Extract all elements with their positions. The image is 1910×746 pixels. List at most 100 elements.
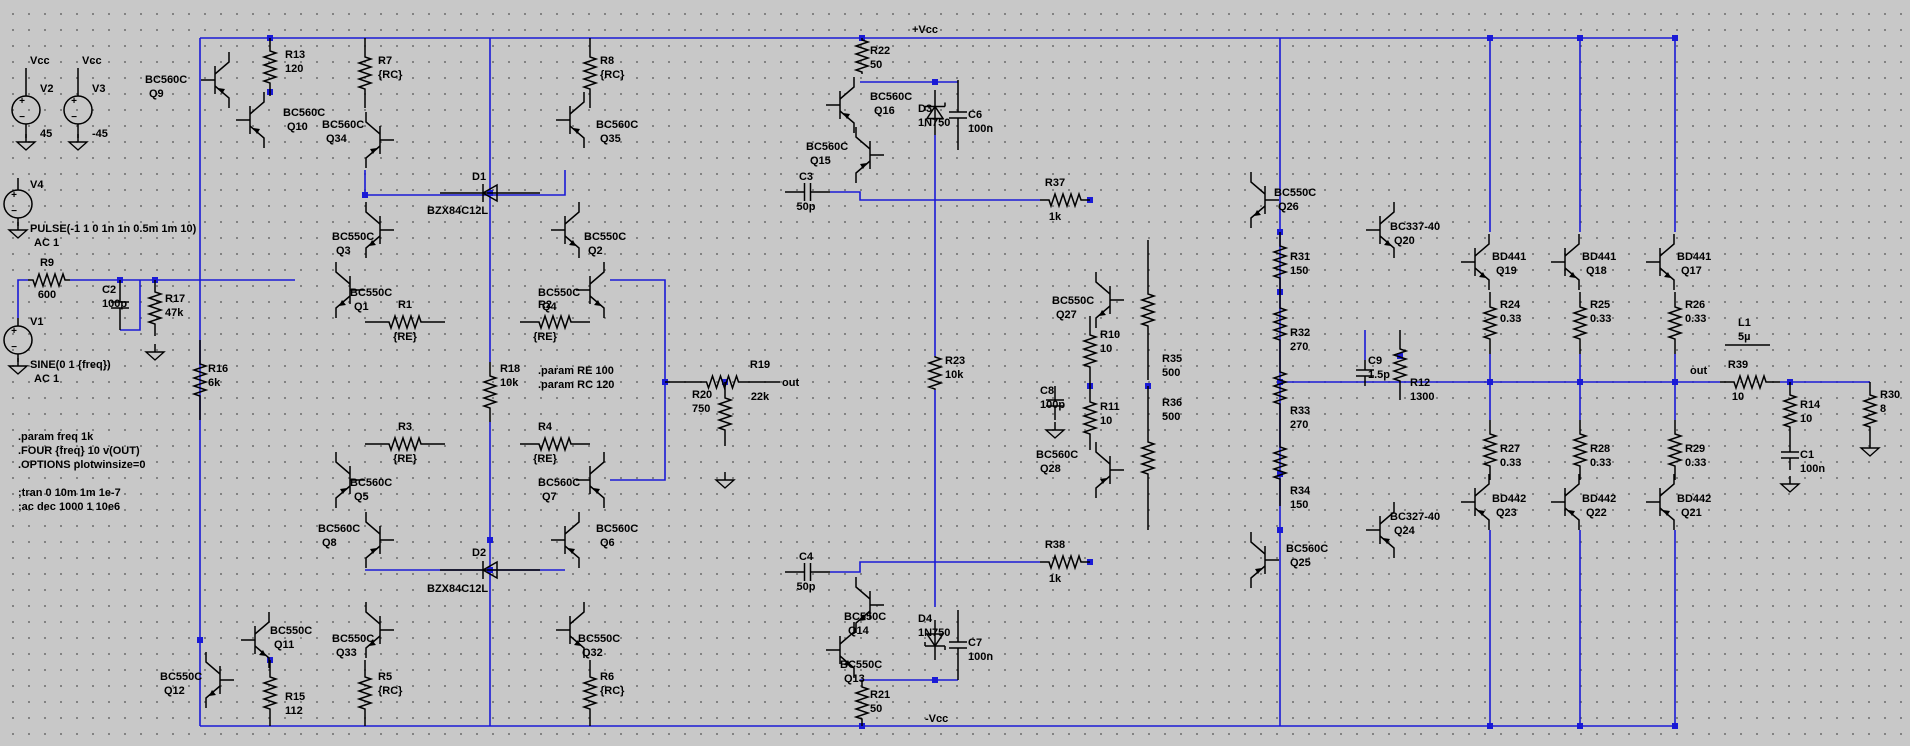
resistor-value: 50 <box>870 703 882 715</box>
source-ref: V4 <box>30 179 44 191</box>
resistor-value: 500 <box>1162 367 1180 379</box>
resistor-value: 10 <box>1100 415 1112 427</box>
resistor-r14 <box>1781 382 1799 440</box>
junction <box>1487 35 1493 41</box>
transistor-ref: Q13 <box>844 673 865 685</box>
transistor-q19 <box>1461 234 1490 290</box>
capacitor-ref: C2 <box>102 284 116 296</box>
transistor-model: BC560C <box>350 477 392 489</box>
resistor-r2 <box>520 313 590 331</box>
junction <box>1397 353 1403 359</box>
transistor-model: BC560C <box>322 119 364 131</box>
spice-directive: ;tran 0 10m 1m 1e-7 <box>18 487 121 499</box>
capacitor-ref: C4 <box>799 551 814 563</box>
source-value: SINE(0 1 {freq}) <box>30 359 111 371</box>
diode-value: 1N750 <box>918 117 950 129</box>
transistor-model: BD442 <box>1677 493 1711 505</box>
ground-symbol <box>1779 476 1801 493</box>
components <box>3 38 1881 726</box>
resistor-value: 0.33 <box>1590 457 1611 469</box>
spice-directive: .OPTIONS plotwinsize=0 <box>18 459 145 471</box>
resistor-r23 <box>926 356 944 390</box>
voltage-source-v3 <box>63 88 93 132</box>
transistor-ref: Q24 <box>1394 525 1416 537</box>
junction <box>197 637 203 643</box>
resistor-value: 500 <box>1162 411 1180 423</box>
resistor-value: {RC} <box>600 69 625 81</box>
transistor-ref: Q12 <box>164 685 185 697</box>
resistor-r21 <box>853 680 871 726</box>
transistor-model: BC550C <box>538 287 580 299</box>
resistor-r9 <box>28 271 70 289</box>
source-value: 45 <box>40 128 52 140</box>
junction <box>487 537 493 543</box>
resistor-ref: R11 <box>1100 401 1120 413</box>
capacitor-value: 100n <box>968 651 993 663</box>
capacitor-c9 <box>1356 360 1374 386</box>
resistor-ref: R1 <box>398 299 412 311</box>
transistor-model: BC550C <box>840 659 882 671</box>
resistor-r3 <box>365 435 445 453</box>
capacitor-value: 100p <box>1040 399 1065 411</box>
spice-directive: .param RE 100 <box>538 365 614 377</box>
plus-sign: + <box>11 190 17 201</box>
transistor-q2 <box>551 202 580 258</box>
resistor-ref: R28 <box>1590 443 1610 455</box>
inductor-value: 5µ <box>1738 331 1750 343</box>
transistor-ref: Q21 <box>1681 507 1702 519</box>
resistor-r27 <box>1481 420 1499 480</box>
resistor-ref: R34 <box>1290 485 1311 497</box>
resistor-ref: R12 <box>1410 377 1430 389</box>
resistor-value: 0.33 <box>1590 313 1611 325</box>
resistor-r18 <box>481 362 499 422</box>
transistor-model: BC337-40 <box>1390 221 1440 233</box>
capacitor-value: 100p <box>102 298 127 310</box>
transistor-q23 <box>1461 474 1490 530</box>
resistor-value: 10k <box>945 369 964 381</box>
ground-symbol <box>144 344 166 361</box>
transistor-model: BC550C <box>160 671 202 683</box>
resistor-r1 <box>365 313 445 331</box>
transistor-model: BC560C <box>538 477 580 489</box>
resistor-ref: R16 <box>208 363 228 375</box>
transistor-ref: Q2 <box>588 245 603 257</box>
resistor-r29 <box>1666 420 1684 480</box>
transistor-ref: Q6 <box>600 537 615 549</box>
resistor-r39 <box>1720 373 1780 391</box>
resistor-ref: R37 <box>1045 177 1065 189</box>
transistor-ref: Q20 <box>1394 235 1415 247</box>
capacitor-value: 100n <box>1800 463 1825 475</box>
transistor-ref: Q11 <box>274 639 294 651</box>
resistor-r6 <box>581 660 599 726</box>
resistor-value: 0.33 <box>1685 457 1706 469</box>
voltage-source-v4 <box>3 182 33 226</box>
resistor-ref: R32 <box>1290 327 1310 339</box>
transistor-ref: Q23 <box>1496 507 1517 519</box>
diode-ref: D2 <box>472 547 486 559</box>
capacitor-ref: C6 <box>968 109 982 121</box>
resistor-r16 <box>191 340 209 420</box>
resistor-value: 8 <box>1880 403 1886 415</box>
plus-sign: + <box>71 96 77 107</box>
minus-sign: − <box>19 112 25 123</box>
resistor-ref: R20 <box>692 389 712 401</box>
source-ac: AC 1 <box>34 373 59 385</box>
transistor-ref: Q25 <box>1290 557 1311 569</box>
capacitor-value: 50p <box>797 201 816 213</box>
resistor-value: 10 <box>1732 391 1744 403</box>
resistor-ref: R17 <box>165 293 185 305</box>
transistor-q4 <box>576 262 605 318</box>
diode-ref: D1 <box>472 171 486 183</box>
transistor-ref: Q32 <box>582 647 603 659</box>
transistor-model: BC550C <box>578 633 620 645</box>
diode-d2 <box>440 560 540 580</box>
junction <box>932 79 938 85</box>
transistor-ref: Q26 <box>1278 201 1299 213</box>
junction <box>1672 723 1678 729</box>
net-label-out: out <box>1690 365 1707 377</box>
transistor-model: BC560C <box>1286 543 1328 555</box>
capacitor-c6 <box>949 80 967 150</box>
resistor-value: 600 <box>38 289 56 301</box>
source-ref: V1 <box>30 316 43 328</box>
transistor-q24 <box>1366 502 1395 558</box>
